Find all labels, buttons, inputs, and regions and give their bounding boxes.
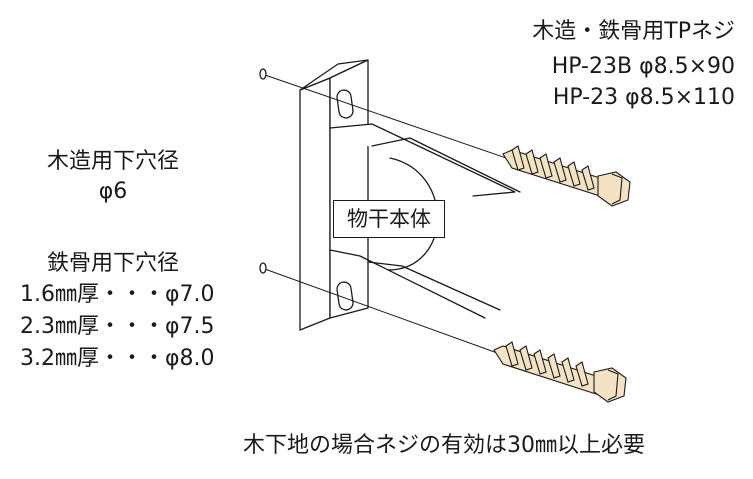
steel-hole-row: 1.6㎜厚・・・φ7.0: [20, 282, 215, 307]
upper-arm: [329, 123, 516, 197]
steel-hole-title: 鉄骨用下穴径: [46, 251, 179, 276]
lower-slot: [336, 281, 354, 311]
steel-hole-row: 3.2㎜厚・・・φ8.0: [20, 346, 215, 371]
footer-note: 木下地の場合ネジの有効は30㎜以上必要: [243, 433, 645, 458]
mounting-plate-front: [299, 77, 331, 331]
steel-hole-row: 2.3㎜厚・・・φ7.5: [20, 314, 215, 339]
lower-screw: [493, 341, 627, 403]
screw-spec-line2: HP-23 φ8.5×110: [552, 85, 735, 110]
lower-arm: [329, 249, 486, 319]
wood-hole-value: φ6: [98, 179, 128, 204]
screw-spec-line1: HP-23B φ8.5×90: [551, 54, 735, 79]
body-label: 物干本体: [333, 200, 445, 238]
mounting-plate-side: [329, 59, 369, 319]
wood-hole-title: 木造用下穴径: [46, 149, 179, 174]
screw-spec-title: 木造・鉄骨用TPネジ: [532, 19, 735, 44]
upper-axis-line: [261, 73, 513, 161]
lower-axis-line: [261, 267, 501, 355]
upper-slot: [336, 89, 354, 119]
upper-screw: [502, 145, 631, 207]
